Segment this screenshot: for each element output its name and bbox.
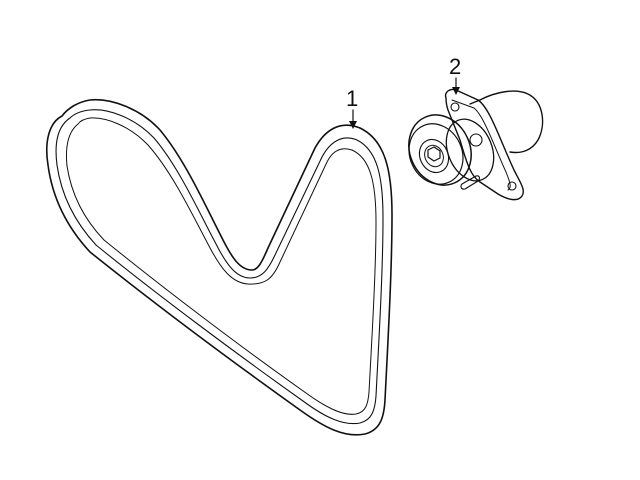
- callout-2: 2: [449, 54, 462, 79]
- belt-tensioner[interactable]: [398, 88, 544, 201]
- serpentine-belt[interactable]: [46, 98, 393, 436]
- callout-2-leader: [452, 77, 460, 95]
- callout-1-leader: [349, 109, 357, 129]
- callout-1: 1: [346, 86, 359, 111]
